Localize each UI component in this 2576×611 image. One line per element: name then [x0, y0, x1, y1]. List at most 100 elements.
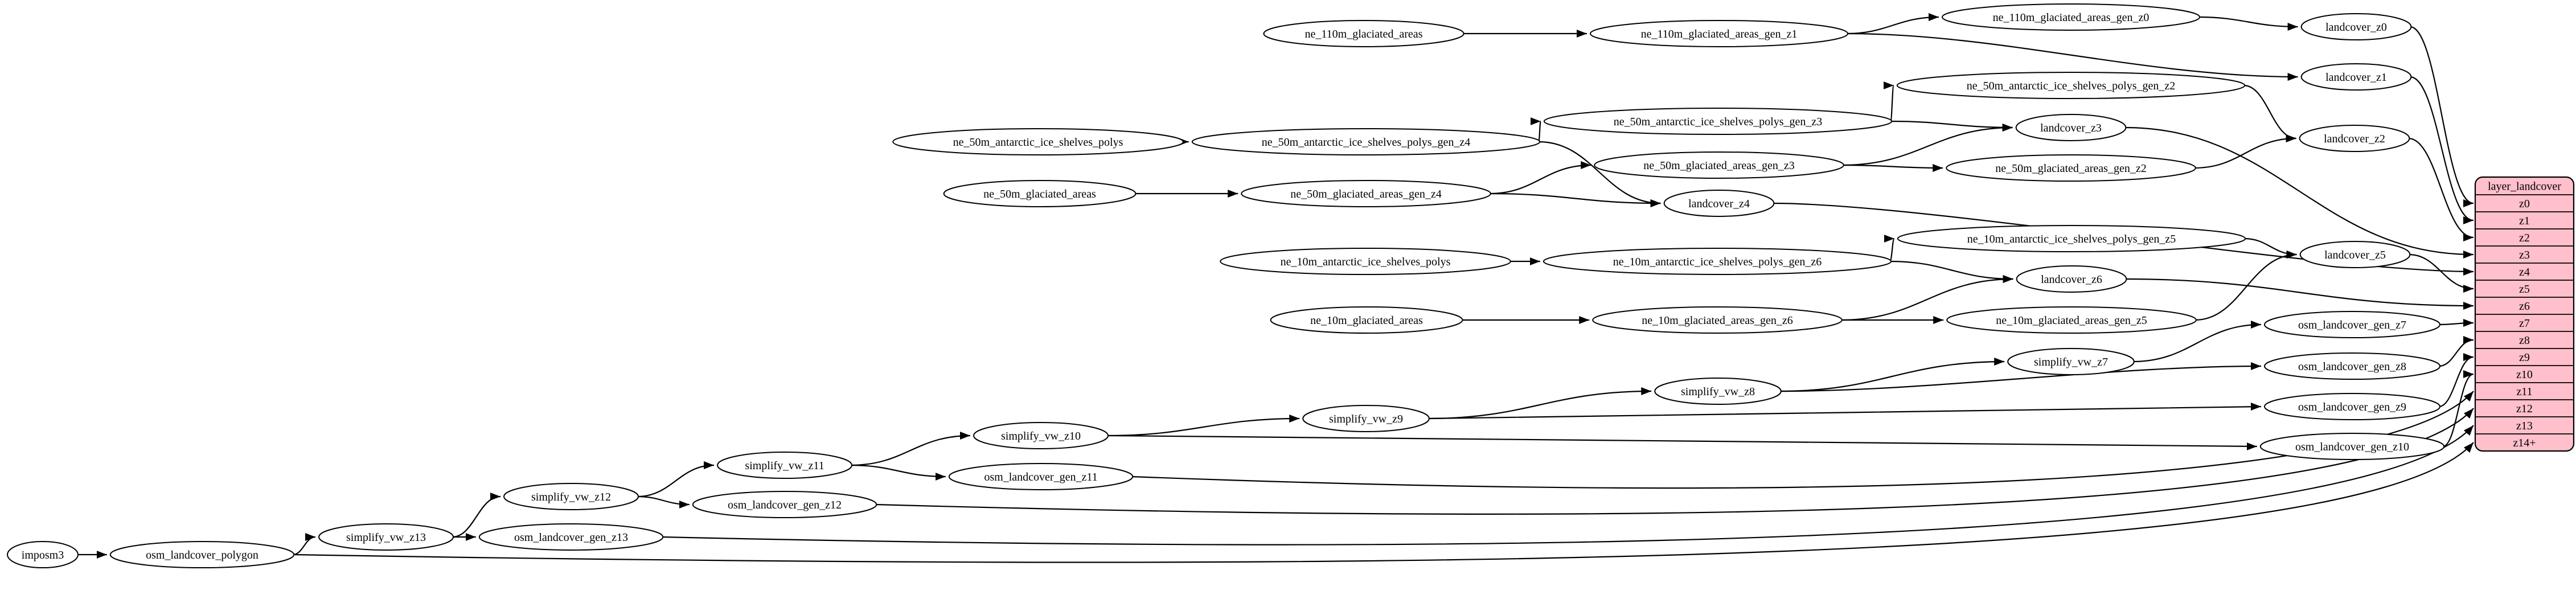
node-osm_landcover_gen_z11: osm_landcover_gen_z11 — [948, 463, 1134, 490]
table-row-z10: z10 — [2516, 368, 2533, 381]
node-osm_landcover_gen_z9: osm_landcover_gen_z9 — [2264, 393, 2440, 420]
node-landcover_z6: landcover_z6 — [2016, 265, 2127, 293]
node-simplify_vw_z8: simplify_vw_z8 — [1654, 378, 1782, 405]
node-ellipse-ne_50m_antarctic_ice_shelves_polys_gen_z3 — [1543, 108, 1893, 135]
node-label-ne_110m_glaciated_areas: ne_110m_glaciated_areas — [1305, 28, 1423, 40]
edge-ne_110m_glaciated_areas_gen_z1-to-landcover_z1 — [1846, 32, 2298, 81]
edge-ne_110m_glaciated_areas_gen_z1-to-ne_110m_glaciated_areas_gen_z0 — [1846, 13, 1939, 35]
node-label-osm_landcover_gen_z7: osm_landcover_gen_z7 — [2298, 319, 2406, 331]
edge-simplify_vw_z9-to-osm_landcover_gen_z9 — [1428, 403, 2262, 420]
node-ellipse-ne_50m_antarctic_ice_shelves_polys_gen_z2 — [1896, 72, 2246, 99]
edge-simplify_vw_z12-to-osm_landcover_gen_z12 — [637, 495, 690, 509]
table-row-z5: z5 — [2519, 283, 2530, 296]
edge-landcover_z3-to-layer_landcover-z3 — [2124, 126, 2474, 259]
node-label-simplify_vw_z12: simplify_vw_z12 — [531, 491, 611, 503]
node-osm_landcover_polygon: osm_landcover_polygon — [109, 541, 295, 568]
node-ellipse-ne_50m_glaciated_areas — [943, 180, 1137, 207]
node-ellipse-landcover_z6 — [2016, 265, 2127, 293]
node-ne_50m_glaciated_areas_gen_z2: ne_50m_glaciated_areas_gen_z2 — [1946, 154, 2196, 182]
node-label-ne_110m_glaciated_areas_gen_z1: ne_110m_glaciated_areas_gen_z1 — [1641, 28, 1798, 40]
node-label-simplify_vw_z7: simplify_vw_z7 — [2034, 356, 2108, 368]
edge-landcover_z5-to-layer_landcover-z5 — [2409, 253, 2474, 293]
node-ellipse-osm_landcover_gen_z12 — [692, 491, 877, 518]
edge-ne_10m_antarctic_ice_shelves_polys_gen_z5-to-landcover_z5 — [2244, 237, 2297, 259]
node-label-osm_landcover_gen_z9: osm_landcover_gen_z9 — [2298, 401, 2406, 413]
node-ellipse-ne_10m_antarctic_ice_shelves_polys_gen_z6 — [1543, 248, 1892, 275]
node-label-landcover_z2: landcover_z2 — [2324, 133, 2385, 145]
node-osm_landcover_gen_z7: osm_landcover_gen_z7 — [2264, 311, 2440, 338]
node-label-landcover_z0: landcover_z0 — [2325, 21, 2387, 34]
node-ellipse-landcover_z4 — [1663, 190, 1775, 217]
edge-osm_landcover_gen_z11-to-layer_landcover-z11 — [1131, 391, 2474, 489]
node-ne_50m_glaciated_areas_gen_z4: ne_50m_glaciated_areas_gen_z4 — [1241, 180, 1491, 207]
edge-ne_10m_antarctic_ice_shelves_polys_gen_z6-to-ne_10m_antarctic_ice_shelves_polys_gen_z5 — [1884, 235, 1895, 263]
table-row-z7: z7 — [2519, 317, 2530, 330]
edge-ne_50m_antarctic_ice_shelves_polys_gen_z3-to-landcover_z3 — [1890, 120, 2013, 132]
node-ellipse-ne_110m_glaciated_areas_gen_z1 — [1590, 20, 1848, 47]
edge-ne_10m_glaciated_areas_gen_z5-to-landcover_z5 — [2194, 251, 2297, 321]
node-ellipse-osm_landcover_gen_z8 — [2264, 352, 2440, 380]
edge-ne_50m_antarctic_ice_shelves_polys_gen_z4-to-landcover_z4 — [1539, 141, 1661, 207]
edge-osm_landcover_polygon-to-layer_landcover-z14+ — [293, 442, 2474, 563]
edge-landcover_z2-to-layer_landcover-z2 — [2408, 137, 2474, 241]
node-landcover_z1: landcover_z1 — [2300, 63, 2412, 91]
node-simplify_vw_z13: simplify_vw_z13 — [318, 523, 454, 551]
node-ellipse-osm_landcover_gen_z10 — [2259, 433, 2445, 460]
node-ne_50m_glaciated_areas: ne_50m_glaciated_areas — [943, 180, 1137, 207]
node-ne_10m_antarctic_ice_shelves_polys: ne_10m_antarctic_ice_shelves_polys — [1220, 248, 1511, 275]
table-row-z14+: z14+ — [2513, 437, 2536, 449]
node-imposm3: imposm3 — [7, 541, 79, 568]
edge-ne_110m_glaciated_areas_gen_z0-to-landcover_z0 — [2198, 16, 2298, 31]
edge-ne_50m_glaciated_areas_gen_z4-to-ne_50m_glaciated_areas_gen_z3 — [1489, 161, 1591, 195]
node-ellipse-ne_110m_glaciated_areas_gen_z0 — [1942, 3, 2200, 31]
node-osm_landcover_gen_z12: osm_landcover_gen_z12 — [692, 491, 877, 518]
edge-osm_landcover_gen_z12-to-layer_landcover-z12 — [875, 408, 2474, 515]
table-row-z1: z1 — [2519, 215, 2530, 227]
node-label-ne_50m_glaciated_areas_gen_z2: ne_50m_glaciated_areas_gen_z2 — [1995, 162, 2146, 175]
node-label-ne_50m_glaciated_areas_gen_z3: ne_50m_glaciated_areas_gen_z3 — [1643, 159, 1794, 172]
node-ne_110m_glaciated_areas: ne_110m_glaciated_areas — [1263, 20, 1465, 47]
node-ne_110m_glaciated_areas_gen_z1: ne_110m_glaciated_areas_gen_z1 — [1590, 20, 1848, 47]
node-ne_10m_glaciated_areas_gen_z6: ne_10m_glaciated_areas_gen_z6 — [1592, 306, 1843, 334]
node-label-osm_landcover_polygon: osm_landcover_polygon — [146, 549, 259, 561]
node-ellipse-simplify_vw_z12 — [503, 483, 639, 510]
node-ellipse-simplify_vw_z8 — [1654, 378, 1782, 405]
edges-layer — [76, 13, 2474, 563]
node-ne_50m_antarctic_ice_shelves_polys_gen_z4: ne_50m_antarctic_ice_shelves_polys_gen_z… — [1191, 128, 1541, 155]
node-label-simplify_vw_z8: simplify_vw_z8 — [1681, 386, 1755, 398]
node-simplify_vw_z11: simplify_vw_z11 — [717, 452, 852, 479]
node-label-ne_50m_glaciated_areas: ne_50m_glaciated_areas — [983, 188, 1096, 200]
edge-ne_50m_antarctic_ice_shelves_polys_gen_z4-to-ne_50m_antarctic_ice_shelves_polys_gen_z3 — [1530, 117, 1541, 143]
node-label-ne_10m_antarctic_ice_shelves_polys_gen_z5: ne_10m_antarctic_ice_shelves_polys_gen_z… — [1967, 233, 2176, 245]
edge-simplify_vw_z8-to-osm_landcover_gen_z8 — [1779, 362, 2262, 392]
edge-landcover_z1-to-layer_landcover-z1 — [2410, 76, 2474, 224]
node-osm_landcover_gen_z8: osm_landcover_gen_z8 — [2264, 352, 2440, 380]
node-ellipse-landcover_z1 — [2300, 63, 2412, 91]
node-ellipse-ne_50m_antarctic_ice_shelves_polys — [892, 128, 1184, 155]
edge-landcover_z0-to-layer_landcover-z0 — [2410, 26, 2474, 207]
node-osm_landcover_gen_z13: osm_landcover_gen_z13 — [478, 523, 664, 551]
table-row-z9: z9 — [2519, 351, 2530, 364]
node-ellipse-osm_landcover_gen_z13 — [478, 523, 664, 551]
table-layer_landcover: layer_landcoverz0z1z2z3z4z5z6z7z8z9z10z1… — [2474, 176, 2575, 452]
node-label-simplify_vw_z10: simplify_vw_z10 — [1001, 430, 1081, 442]
node-simplify_vw_z10: simplify_vw_z10 — [973, 422, 1109, 449]
edge-simplify_vw_z11-to-simplify_vw_z10 — [850, 432, 971, 466]
edge-osm_landcover_polygon-to-simplify_vw_z13 — [293, 533, 316, 556]
node-ne_50m_antarctic_ice_shelves_polys_gen_z2: ne_50m_antarctic_ice_shelves_polys_gen_z… — [1896, 72, 2246, 99]
table-row-z6: z6 — [2519, 300, 2530, 313]
node-ellipse-ne_50m_antarctic_ice_shelves_polys_gen_z4 — [1191, 128, 1541, 155]
node-ellipse-simplify_vw_z13 — [318, 523, 454, 551]
edge-osm_landcover_gen_z10-to-layer_landcover-z10 — [2442, 370, 2474, 448]
node-label-simplify_vw_z11: simplify_vw_z11 — [745, 460, 824, 472]
node-ellipse-ne_10m_antarctic_ice_shelves_polys_gen_z5 — [1897, 225, 2246, 252]
node-label-imposm3: imposm3 — [22, 549, 64, 561]
node-ellipse-simplify_vw_z9 — [1302, 405, 1430, 432]
node-ne_10m_antarctic_ice_shelves_polys_gen_z5: ne_10m_antarctic_ice_shelves_polys_gen_z… — [1897, 225, 2246, 252]
node-ellipse-ne_10m_antarctic_ice_shelves_polys — [1220, 248, 1511, 275]
node-landcover_z0: landcover_z0 — [2300, 13, 2412, 40]
node-ellipse-ne_10m_glaciated_areas_gen_z6 — [1592, 306, 1843, 334]
node-ellipse-osm_landcover_gen_z11 — [948, 463, 1134, 490]
node-label-landcover_z5: landcover_z5 — [2324, 249, 2386, 261]
node-label-ne_50m_antarctic_ice_shelves_polys_gen_z3: ne_50m_antarctic_ice_shelves_polys_gen_z… — [1614, 116, 1823, 128]
